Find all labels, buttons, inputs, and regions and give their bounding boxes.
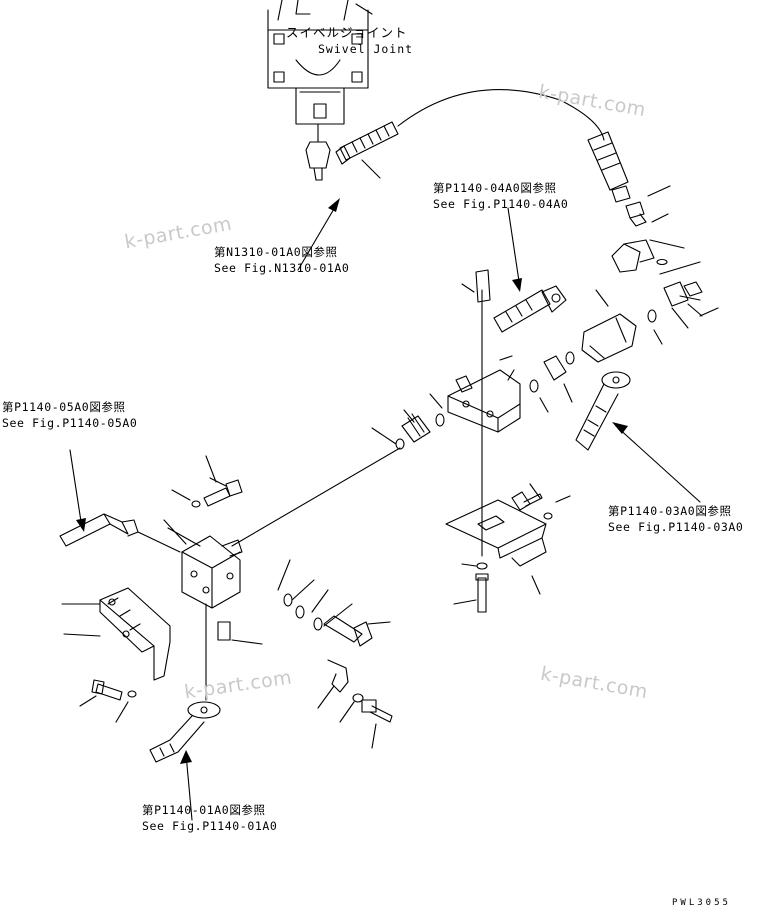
flange-p1140-01 [149, 701, 221, 763]
hose-top [335, 88, 631, 203]
adapter-left-of-upper [371, 393, 445, 450]
swivel-fitting [305, 123, 331, 181]
leader-p1140-03 [615, 425, 701, 503]
ref-n1310-en: See Fig.N1310-01A0 [214, 261, 350, 275]
bolt-lower-upper [453, 562, 489, 613]
bracket-lower [61, 587, 171, 681]
swivel-joint [267, 0, 373, 125]
ref-p1140-05-jp: 第P1140-05A0図参照 [2, 400, 126, 414]
ref-p1140-01-en: See Fig.P1140-01A0 [142, 819, 278, 833]
drawing-code: PWL3055 [672, 898, 731, 908]
elbow-connector [581, 289, 663, 363]
ref-p1140-01-jp: 第P1140-01A0図参照 [142, 803, 266, 817]
top-pin [461, 269, 491, 303]
bracket-upper [445, 499, 547, 567]
elbow-fitting-upper-right [611, 185, 719, 329]
ref-p1140-04-jp: 第P1140-04A0図参照 [433, 181, 557, 195]
leader-n1310 [297, 201, 339, 271]
ref-n1310-jp: 第N1310-01A0図参照 [214, 245, 338, 259]
leader-arrows [76, 198, 628, 764]
ref-p1140-05-en: See Fig.P1140-05A0 [2, 416, 138, 430]
ref-p1140-04-en: See Fig.P1140-04A0 [433, 197, 569, 211]
valve-block-lower [181, 535, 243, 609]
ref-p1140-03-jp: 第P1140-03A0図参照 [608, 504, 732, 518]
swivel-joint-label-jp: スイベルジョイント [286, 25, 408, 40]
leader-p1140-05 [69, 449, 83, 529]
bolt-upper-right [511, 483, 571, 595]
bolt-left-lower [79, 679, 137, 723]
washers-right-lower [277, 559, 391, 647]
hose-p1140-05 [59, 513, 181, 553]
ref-p1140-03-en: See Fig.P1140-03A0 [608, 520, 744, 534]
hose-p1140-04 [493, 285, 567, 333]
bolt-above-lower-block [163, 455, 243, 547]
adapter-upper-middle [529, 351, 575, 413]
leader-p1140-04 [507, 207, 521, 289]
valve-block-upper [447, 355, 521, 433]
connecting-line [231, 447, 401, 547]
clip-lower-right [317, 659, 393, 749]
leader-p1140-01 [185, 753, 193, 821]
fitting-under-lower-block [217, 621, 263, 645]
flange-p1140-03 [575, 371, 631, 451]
swivel-joint-label-en: Swivel Joint [318, 42, 414, 56]
